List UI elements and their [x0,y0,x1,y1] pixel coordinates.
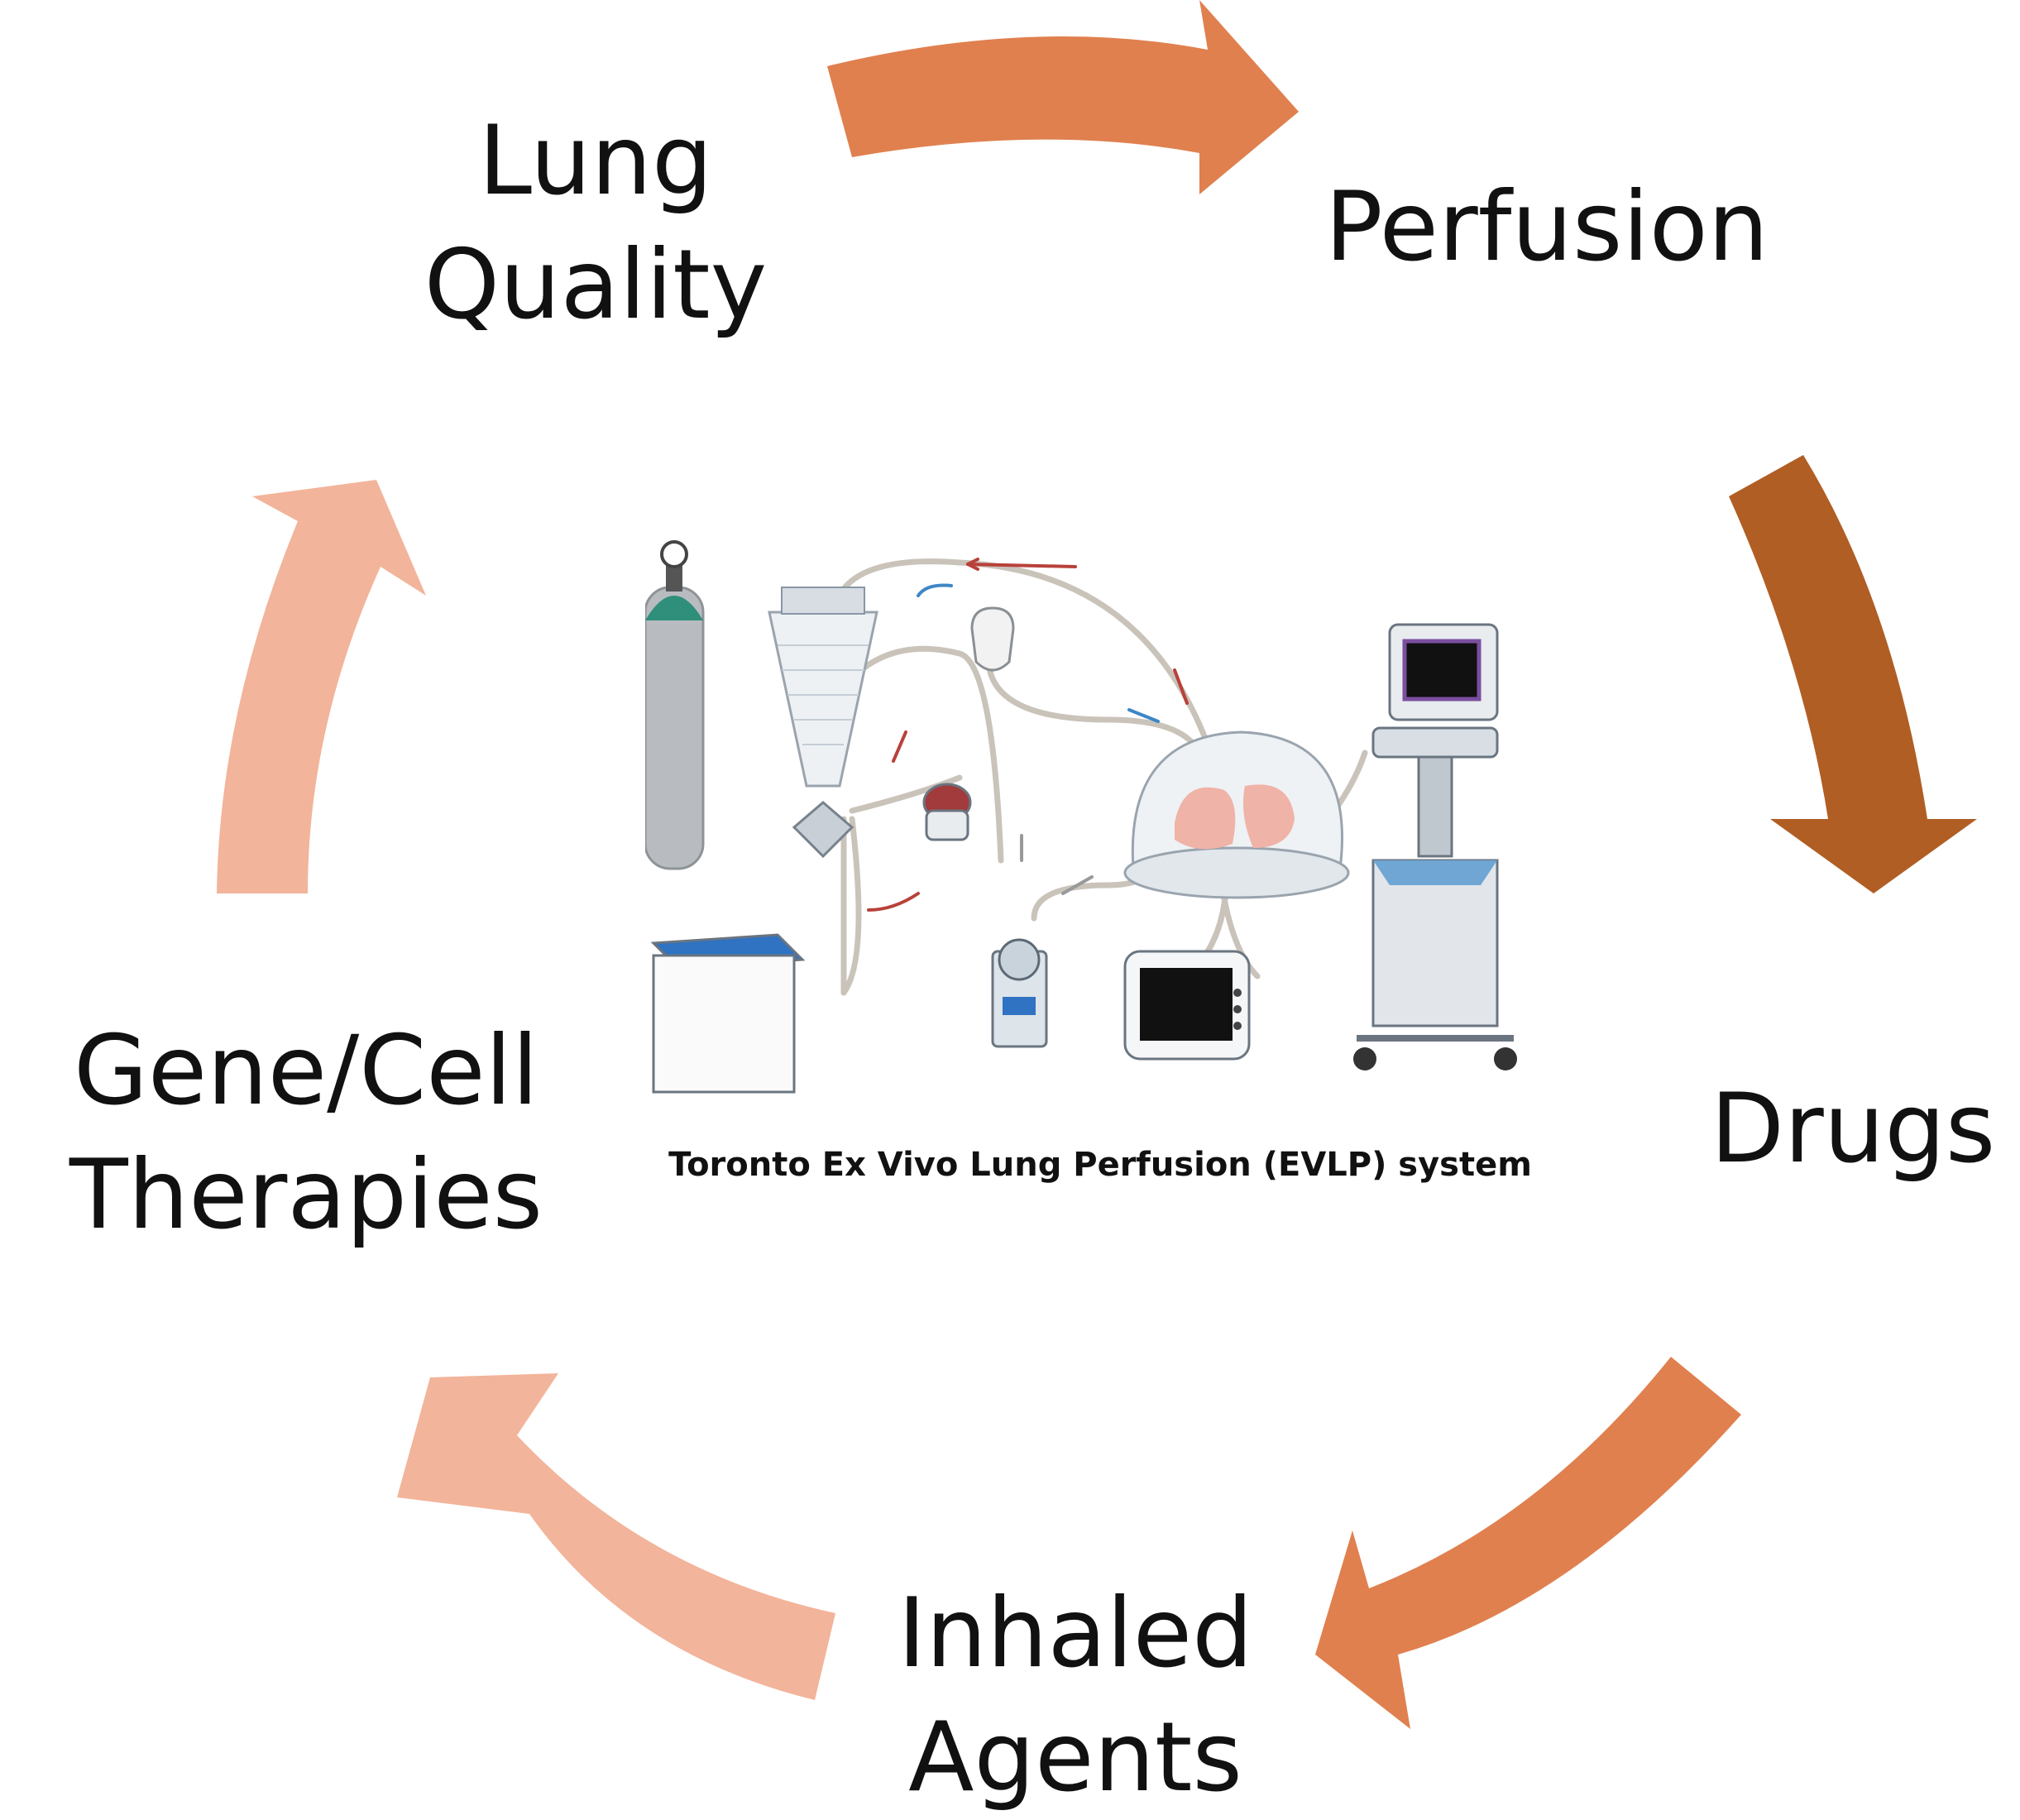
ventilator-icon [1353,623,1517,1070]
stage-perfusion: Perfusion [1315,165,1778,290]
reservoir-icon [768,587,878,859]
arrow-inhaled-to-genecell [397,1373,835,1700]
heater-box-icon [650,933,806,1094]
arrow-lungquality-to-perfusion [827,0,1299,194]
stage-lung-quality: Lung Quality [389,99,802,347]
stage-inhaled-agents-line1: Inhaled [898,1578,1253,1689]
stage-inhaled-agents-line2: Agents [908,1702,1242,1813]
filter-icon [970,606,1015,672]
stage-lung-quality-line2: Quality [424,229,768,341]
stage-gene-cell-line2: Therapies [69,1139,543,1251]
evlp-system-illustration [645,540,1517,1094]
stage-inhaled-agents: Inhaled Agents [869,1572,1282,1820]
lung-chamber-icon [1123,730,1350,899]
arrow-perfusion-to-drugs [1729,455,1977,893]
stage-lung-quality-line1: Lung [478,105,713,217]
arrow-genecell-to-lungquality [217,480,426,893]
gas-cylinder-icon [645,540,705,870]
blood-bag-icon [922,783,972,841]
pump-icon [991,938,1048,1048]
monitor-icon [1123,950,1251,1061]
stage-gene-cell-therapies: Gene/Cell Therapies [50,1009,562,1257]
figure-caption: Toronto Ex Vivo Lung Perfusion (EVLP) sy… [668,1146,1532,1184]
stage-gene-cell-line1: Gene/Cell [73,1015,539,1127]
arrow-drugs-to-inhaled [1315,1357,1741,1729]
stage-perfusion-line1: Perfusion [1324,171,1769,283]
stage-drugs-line1: Drugs [1710,1073,1996,1185]
stage-drugs: Drugs [1687,1067,2018,1191]
